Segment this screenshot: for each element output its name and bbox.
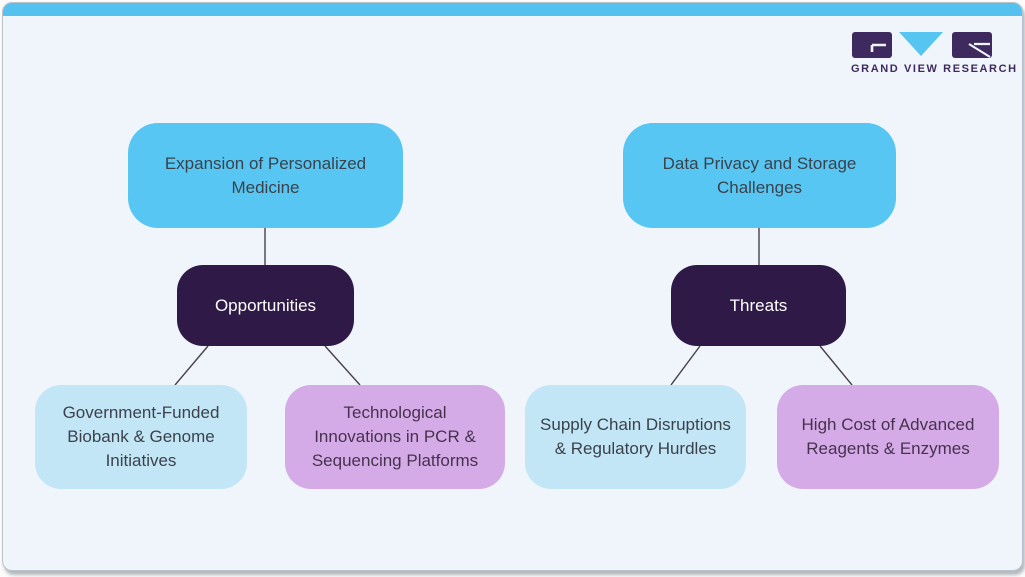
top-accent-strip — [3, 3, 1022, 16]
node-technological-innovations-pcr: Technological Innovations in PCR & Seque… — [285, 385, 505, 489]
node-government-funded-biobank: Government-Funded Biobank & Genome Initi… — [35, 385, 247, 489]
node-high-cost-reagents-enzymes: High Cost of Advanced Reagents & Enzymes — [777, 385, 999, 489]
node-opportunities-hub: Opportunities — [177, 265, 354, 346]
node-data-privacy-storage-challenges: Data Privacy and Storage Challenges — [623, 123, 896, 228]
node-supply-chain-disruptions: Supply Chain Disruptions & Regulatory Hu… — [525, 385, 746, 489]
node-threats-hub: Threats — [671, 265, 846, 346]
brand-name: GRAND VIEW RESEARCH — [851, 63, 1018, 75]
grand-view-research-logo: GRAND VIEW RESEARCH — [851, 31, 1018, 75]
node-expansion-of-personalized-medicine: Expansion of Personalized Medicine — [128, 123, 403, 228]
gvr-logo-icon — [852, 32, 992, 58]
